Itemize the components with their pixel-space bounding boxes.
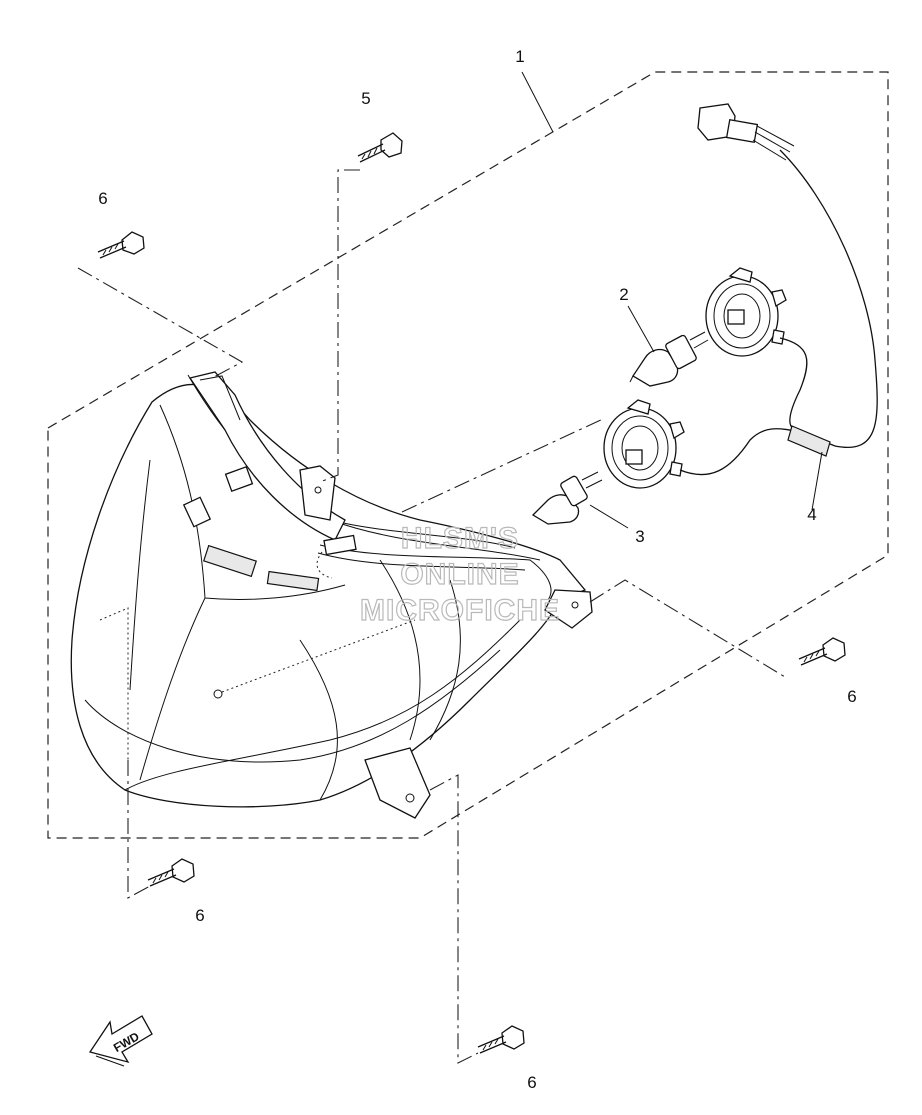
- callout-4: 4: [807, 505, 816, 524]
- callout-6-right: 6: [847, 687, 856, 706]
- assembly-boundary: [47, 71, 889, 839]
- leader-4: [811, 451, 823, 511]
- callout-3: 3: [635, 527, 644, 546]
- leader-3: [589, 504, 629, 529]
- leader-line-5: [319, 169, 360, 483]
- socket-harness-4: [603, 103, 878, 489]
- leader-2: [627, 305, 655, 353]
- callout-5: 5: [361, 89, 370, 108]
- headlight-housing: [70, 374, 587, 808]
- svg-text:HLSM'S: HLSM'S: [401, 522, 519, 555]
- bolt-6-lower-left: [147, 858, 195, 887]
- bolt-6-bottom: [477, 1025, 525, 1054]
- callout-1: 1: [515, 47, 524, 66]
- callout-6-lower-left: 6: [195, 906, 204, 925]
- leader-line-6-lower-left: [127, 760, 151, 899]
- leader-line-6-bottom: [429, 774, 479, 1064]
- headlight-frame: [182, 371, 593, 819]
- leader-1: [521, 71, 554, 133]
- svg-text:MICROFICHE: MICROFICHE: [360, 594, 560, 627]
- projection-line-3: [221, 619, 416, 693]
- projection-line-3b: [401, 417, 606, 513]
- svg-text:ONLINE: ONLINE: [400, 558, 519, 591]
- leader-line-6-top-left: [77, 267, 244, 379]
- bulb-3: [531, 471, 603, 525]
- projection-left: [99, 607, 129, 760]
- fwd-arrow: FWD: [88, 1015, 153, 1067]
- watermark: HLSM'S ONLINE MICROFICHE: [359, 521, 560, 627]
- callout-6-bottom: 6: [527, 1073, 536, 1092]
- bulb-2: [629, 331, 709, 387]
- bolt-6-right: [798, 637, 846, 666]
- callout-6-top-left: 6: [98, 189, 107, 208]
- leader-line-6-right: [589, 579, 786, 678]
- callout-2: 2: [619, 285, 628, 304]
- bolt-5: [357, 132, 403, 163]
- bolt-6-top-left: [97, 231, 145, 259]
